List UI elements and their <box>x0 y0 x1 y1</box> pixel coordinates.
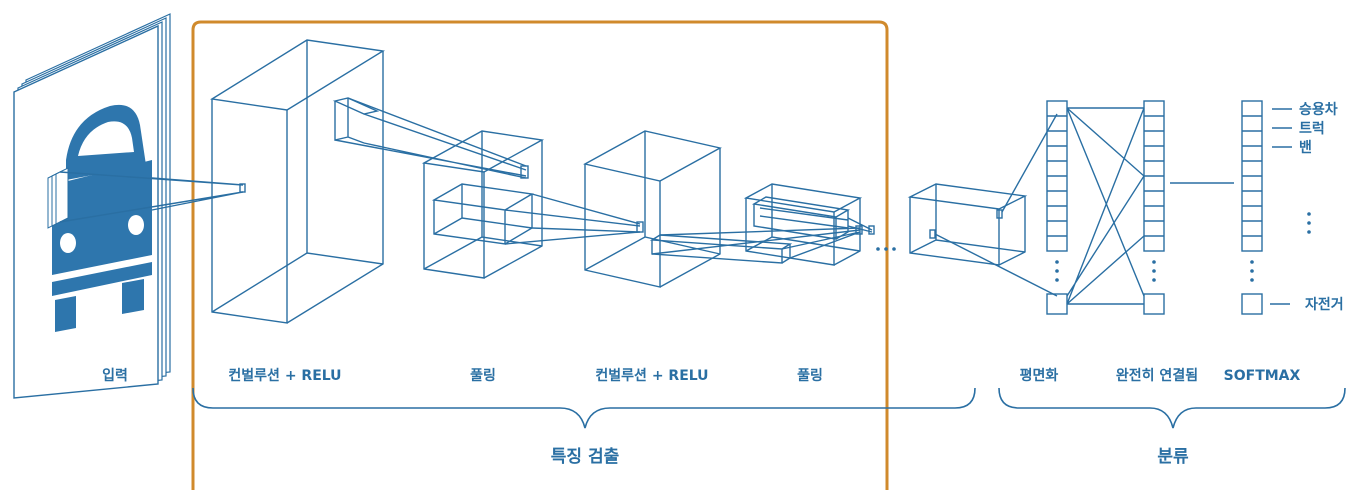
class-label-van: 밴 <box>1299 140 1312 156</box>
softmax-column <box>1241 100 1263 315</box>
label-classification: 분류 <box>1157 447 1189 467</box>
input-receptive-field <box>47 167 69 229</box>
conv1-output-cell <box>239 183 246 193</box>
label-input: 입력 <box>102 368 128 384</box>
label-fully-connected: 완전히 연결됨 <box>1116 367 1198 384</box>
label-pool1: 풀링 <box>470 367 496 384</box>
feature-extraction-brace <box>192 387 976 429</box>
class-ellipsis <box>1307 212 1311 234</box>
class-label-car: 승용차 <box>1299 102 1338 118</box>
class-label-bicycle: 자전거 <box>1305 296 1344 313</box>
label-pool2: 풀링 <box>797 367 823 384</box>
label-feature-extraction: 특징 검출 <box>551 447 620 467</box>
label-conv1: 컨벌루션 + RELU <box>228 367 341 384</box>
conv1-feature-map <box>210 39 386 324</box>
class-label-truck: 트럭 <box>1299 121 1325 137</box>
stage-ellipsis <box>876 247 896 251</box>
pool2-feature-map <box>743 183 863 266</box>
pool1-feature-map <box>421 130 545 279</box>
classification-brace <box>998 387 1346 429</box>
flatten-column <box>1046 100 1068 315</box>
feature-extraction-highlight-box <box>191 20 889 490</box>
label-softmax: SOFTMAX <box>1224 368 1301 384</box>
final-feature-map <box>907 183 1028 266</box>
car-icon <box>52 104 152 332</box>
label-flatten: 평면화 <box>1020 367 1059 384</box>
conv2-feature-map <box>583 130 722 288</box>
label-conv2: 컨벌루션 + RELU <box>595 367 708 384</box>
fully-connected-column <box>1143 100 1165 315</box>
